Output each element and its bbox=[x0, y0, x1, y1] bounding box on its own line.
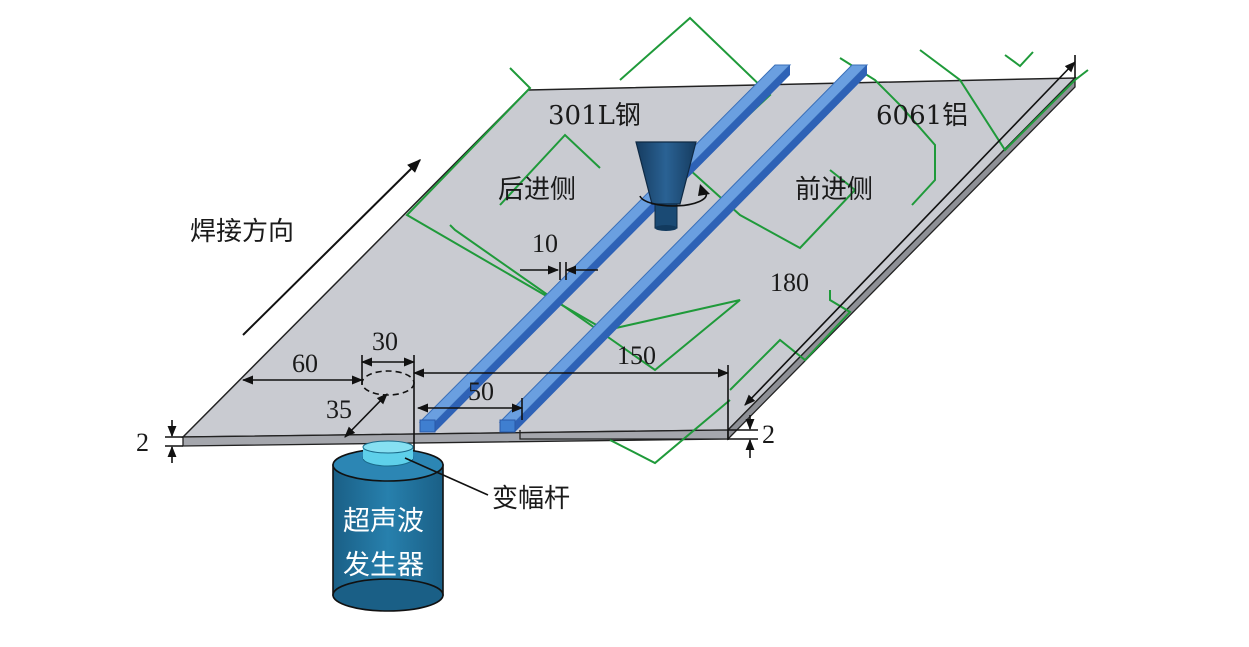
label-welding-direction: 焊接方向 bbox=[190, 217, 294, 247]
label-generator-line1: 超声波 bbox=[343, 506, 424, 537]
dim-horn-to-weld bbox=[412, 365, 730, 440]
welding-direction-arrow bbox=[242, 159, 421, 336]
dim-thickness-right bbox=[728, 415, 758, 458]
dim-label-horn-offset-depth: 35 bbox=[326, 395, 352, 424]
horn-contact-outline bbox=[361, 370, 415, 396]
label-retreating-side: 后进侧 bbox=[498, 175, 576, 205]
dim-width-right bbox=[744, 55, 1076, 406]
welding-tool-icon bbox=[635, 141, 697, 231]
label-horn: 变幅杆 bbox=[492, 484, 570, 514]
dim-label-thickness-right: 2 bbox=[762, 420, 775, 449]
dim-rib-gap bbox=[520, 262, 598, 280]
label-steel-plate: 301L钢 bbox=[548, 101, 641, 131]
label-aluminum-plate: 6061铝 bbox=[876, 101, 968, 131]
dim-label-horn-diameter: 30 bbox=[372, 327, 398, 356]
rotation-arrow-icon bbox=[639, 184, 710, 207]
plate-top-surface bbox=[181, 77, 1077, 438]
ultrasonic-generator-icon bbox=[332, 440, 444, 612]
dim-thickness-left bbox=[165, 420, 183, 463]
dim-label-width-right: 180 bbox=[770, 268, 809, 297]
label-generator-line2: 发生器 bbox=[343, 550, 424, 581]
dim-label-rib-gap: 10 bbox=[532, 229, 558, 258]
dim-label-rib-spacing: 50 bbox=[468, 377, 494, 406]
dim-horn-offset-depth bbox=[344, 393, 388, 438]
label-advancing-side: 前进侧 bbox=[795, 175, 873, 205]
dim-label-thickness-left: 2 bbox=[136, 428, 149, 457]
plate-step-edge bbox=[519, 430, 728, 440]
dim-rib-spacing bbox=[416, 398, 524, 420]
dim-label-horn-offset-left: 60 bbox=[292, 349, 318, 378]
dim-label-horn-to-weld: 150 bbox=[617, 341, 656, 370]
horn-leader-line bbox=[404, 457, 489, 496]
